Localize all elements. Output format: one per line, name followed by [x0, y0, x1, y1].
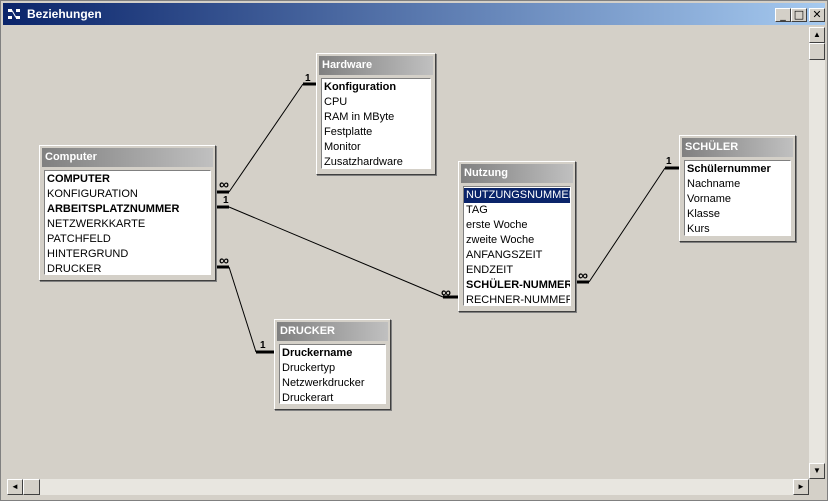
field-list[interactable]: COMPUTER KONFIGURATION ARBEITSPLATZNUMMER N…: [44, 170, 211, 275]
horizontal-scroll-thumb[interactable]: [23, 479, 40, 495]
horizontal-scrollbar[interactable]: ◄ ►: [7, 479, 809, 495]
scroll-left-icon[interactable]: ◄: [7, 479, 23, 495]
field-item[interactable]: NUTZUNGSNUMMER: [464, 188, 570, 203]
field-item[interactable]: ANFANGSZEIT: [466, 249, 543, 261]
scroll-right-icon[interactable]: ►: [793, 479, 809, 495]
field-item[interactable]: DRUCKER: [47, 263, 102, 275]
field-item[interactable]: RAM in MByte: [324, 111, 395, 123]
field-item[interactable]: Konfiguration: [324, 81, 397, 93]
field-item[interactable]: SCHÜLER-NUMMER: [466, 279, 570, 291]
table-title[interactable]: Hardware: [319, 56, 433, 75]
relationships-window-icon[interactable]: [7, 7, 21, 21]
size-grip[interactable]: [809, 479, 825, 495]
relationship-computer-nutzung[interactable]: [216, 205, 458, 299]
cardinality-one: 1: [260, 340, 266, 351]
table-computer[interactable]: Computer COMPUTER KONFIGURATION ARBEITSPLA…: [39, 145, 216, 281]
relationships-canvas[interactable]: ∞ 1 1 ∞ ∞ 1 ∞ 1 Computer COMPUTER KONFIGU…: [7, 27, 809, 479]
field-item[interactable]: Kurs: [687, 223, 710, 235]
field-item[interactable]: Schülernummer: [687, 163, 771, 175]
scroll-up-icon[interactable]: ▲: [809, 27, 825, 43]
field-item[interactable]: Druckertyp: [282, 362, 336, 374]
field-item[interactable]: Vorname: [687, 193, 732, 205]
window-title: Beziehungen: [27, 7, 102, 21]
cardinality-many: ∞: [578, 267, 588, 283]
cardinality-one: 1: [305, 73, 311, 84]
table-title[interactable]: Nutzung: [461, 164, 573, 183]
field-item[interactable]: Druckerart: [282, 392, 334, 404]
field-item[interactable]: Klasse: [687, 208, 721, 220]
field-item[interactable]: CPU: [324, 96, 348, 108]
cardinality-one: 1: [223, 195, 229, 206]
cardinality-many: ∞: [219, 252, 229, 268]
relationship-nutzung-schueler[interactable]: [576, 166, 679, 284]
field-item[interactable]: Netzwerkdrucker: [282, 377, 365, 389]
field-item[interactable]: TAG: [466, 204, 488, 216]
close-button[interactable]: ✕: [809, 8, 825, 22]
field-item[interactable]: KONFIGURATION: [47, 188, 138, 200]
field-item[interactable]: Festplatte: [324, 126, 373, 138]
field-item[interactable]: erste Woche: [466, 219, 528, 231]
table-title[interactable]: DRUCKER: [277, 322, 388, 341]
field-item[interactable]: RECHNER-NUMMER: [466, 294, 570, 306]
relationship-computer-hardware[interactable]: [216, 82, 316, 194]
field-item[interactable]: zweite Woche: [466, 234, 535, 246]
field-item[interactable]: Monitor: [324, 141, 361, 153]
maximize-button[interactable]: □: [791, 8, 807, 22]
field-item[interactable]: NETZWERKKARTE: [47, 218, 146, 230]
relationship-computer-drucker[interactable]: [216, 265, 274, 354]
cardinality-many: ∞: [441, 284, 451, 300]
field-item[interactable]: ARBEITSPLATZNUMMER: [47, 203, 180, 215]
field-item[interactable]: PATCHFELD: [47, 233, 111, 245]
field-item[interactable]: ENDZEIT: [466, 264, 514, 276]
field-item[interactable]: Druckername: [282, 347, 353, 359]
field-item[interactable]: Zusatzhardware: [324, 156, 403, 168]
table-title[interactable]: Computer: [42, 148, 213, 167]
cardinality-many: ∞: [219, 176, 229, 192]
field-item[interactable]: COMPUTER: [47, 173, 110, 185]
title-bar[interactable]: Beziehungen _ □ ✕: [3, 3, 825, 25]
scroll-down-icon[interactable]: ▼: [809, 463, 825, 479]
relationship-lines: [216, 82, 679, 354]
vertical-scroll-thumb[interactable]: [809, 43, 825, 60]
minimize-button[interactable]: _: [775, 8, 791, 22]
vertical-scrollbar[interactable]: ▲ ▼: [809, 27, 825, 479]
cardinality-one: 1: [666, 156, 672, 167]
field-item[interactable]: HINTERGRUND: [47, 248, 129, 260]
field-item[interactable]: Nachname: [687, 178, 741, 190]
table-title[interactable]: SCHÜLER: [682, 138, 793, 157]
